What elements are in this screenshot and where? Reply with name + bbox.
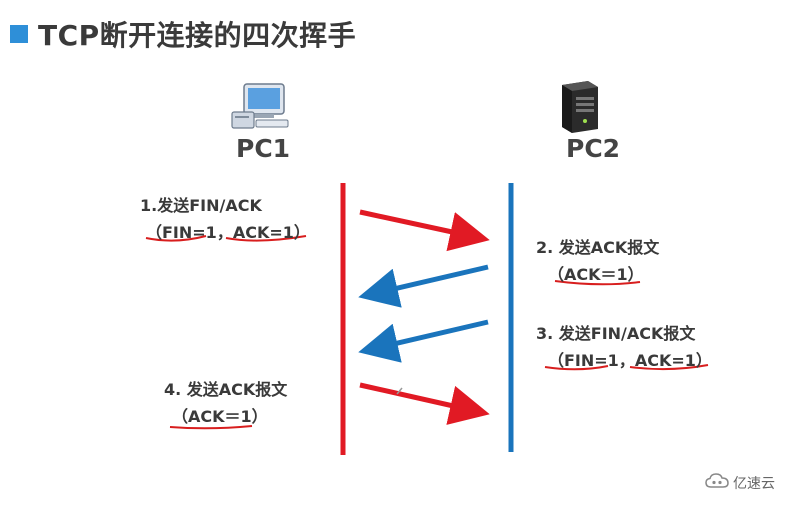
server-tower-icon xyxy=(554,79,604,137)
step-4-text: 4. 发送ACK报文 （ACK＝1） xyxy=(164,376,287,427)
cloud-logo-icon xyxy=(705,473,729,493)
pc2-label: PC2 xyxy=(566,134,621,163)
title-bullet xyxy=(10,25,28,43)
fin-ack-arrow-3 xyxy=(358,319,489,363)
slide-title: TCP断开连接的四次挥手 xyxy=(10,14,356,54)
step-3-text: 3. 发送FIN/ACK报文 （FIN=1，ACK=1） xyxy=(536,320,712,371)
underline-step3-ack xyxy=(629,364,709,371)
ack-arrow-2 xyxy=(358,264,489,308)
step-1-flags: （FIN=1，ACK=1） xyxy=(146,223,310,242)
watermark-text: 亿速云 xyxy=(733,476,775,492)
step-2-flags: （ACK＝1） xyxy=(548,265,644,284)
step-2-title: 2. 发送ACK报文 xyxy=(536,238,660,257)
title-text: TCP断开连接的四次挥手 xyxy=(38,19,357,52)
desktop-computer-icon xyxy=(230,82,294,134)
pc1-label: PC1 xyxy=(236,134,291,163)
underline-step1-fin xyxy=(145,235,207,242)
step-3-title: 3. 发送FIN/ACK报文 xyxy=(536,324,696,343)
step-1-title: 1.发送FIN/ACK xyxy=(140,196,262,215)
underline-step2-ack xyxy=(554,280,641,286)
step-1-text: 1.发送FIN/ACK （FIN=1，ACK=1） xyxy=(140,192,310,243)
step-4-flags: （ACK＝1） xyxy=(172,407,268,426)
underline-step4-ack xyxy=(169,425,253,430)
ack-arrow-4 xyxy=(359,382,490,425)
underline-step1-ack xyxy=(225,235,307,242)
watermark: 亿速云 xyxy=(705,473,775,493)
fin-ack-arrow-1 xyxy=(359,209,490,252)
underline-step3-fin xyxy=(544,365,609,371)
step-2-text: 2. 发送ACK报文 （ACK＝1） xyxy=(536,234,659,285)
pen-cursor-mark xyxy=(396,387,403,395)
step-4-title: 4. 发送ACK报文 xyxy=(164,380,288,399)
step-3-flags: （FIN=1，ACK=1） xyxy=(548,351,712,370)
